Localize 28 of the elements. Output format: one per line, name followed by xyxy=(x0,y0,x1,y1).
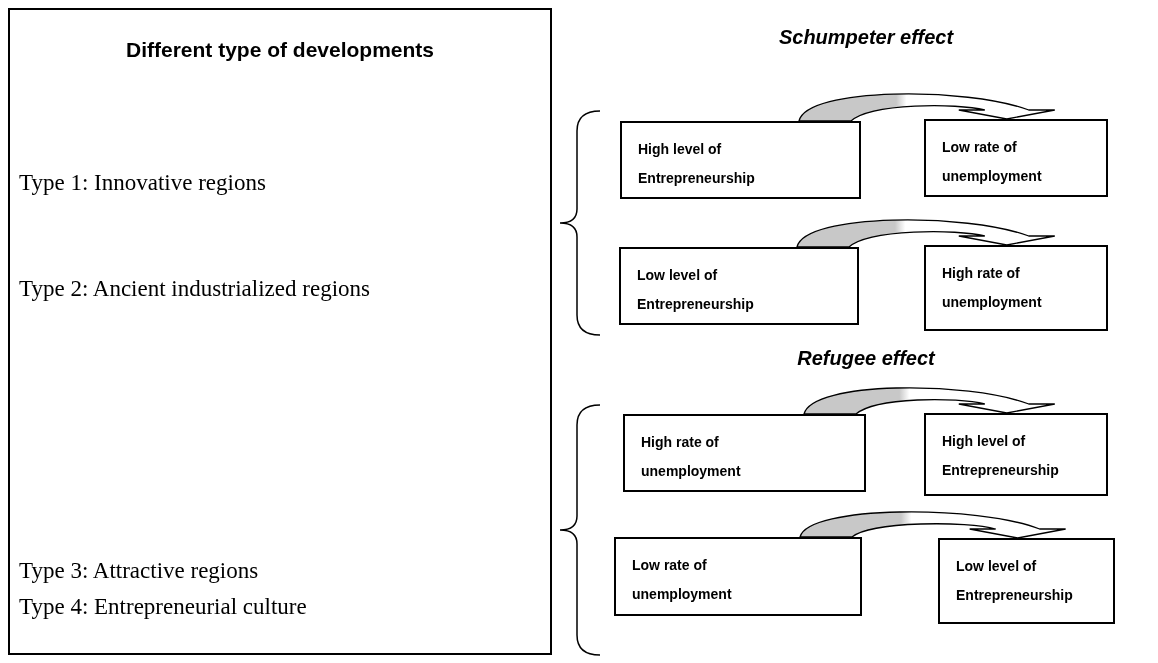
panel-box xyxy=(8,8,552,655)
process-box xyxy=(614,537,862,616)
process-box xyxy=(924,119,1108,197)
box-text: Low rate of unemployment xyxy=(632,556,733,604)
box-text: Low level of Entrepreneurship xyxy=(637,266,755,314)
box-text: Low level of Entrepreneurship xyxy=(956,557,1074,605)
process-box xyxy=(623,414,866,492)
process-box xyxy=(924,413,1108,496)
panel-heading: Different type of developments xyxy=(124,37,436,63)
section-title: Refugee effect xyxy=(797,346,935,371)
type-label: Type 3: Attractive regions xyxy=(19,557,259,585)
curved-block-arrow xyxy=(798,93,1056,122)
curved-block-arrow xyxy=(796,219,1056,248)
box-text: High level of Entrepreneurship xyxy=(638,140,756,188)
process-box xyxy=(938,538,1115,624)
process-box xyxy=(620,121,861,199)
box-text: High rate of unemployment xyxy=(942,264,1043,312)
curved-block-arrow xyxy=(799,511,1067,539)
box-text: High level of Entrepreneurship xyxy=(942,432,1060,480)
section-title: Schumpeter effect xyxy=(778,25,954,50)
curved-block-arrow xyxy=(803,387,1056,415)
type-label: Type 2: Ancient industrialized regions xyxy=(19,275,370,303)
box-text: High rate of unemployment xyxy=(641,433,742,481)
process-box xyxy=(924,245,1108,331)
process-box xyxy=(619,247,859,325)
type-label: Type 4: Entrepreneurial culture xyxy=(19,593,307,621)
type-label: Type 1: Innovative regions xyxy=(19,169,266,197)
box-text: Low rate of unemployment xyxy=(942,138,1043,186)
